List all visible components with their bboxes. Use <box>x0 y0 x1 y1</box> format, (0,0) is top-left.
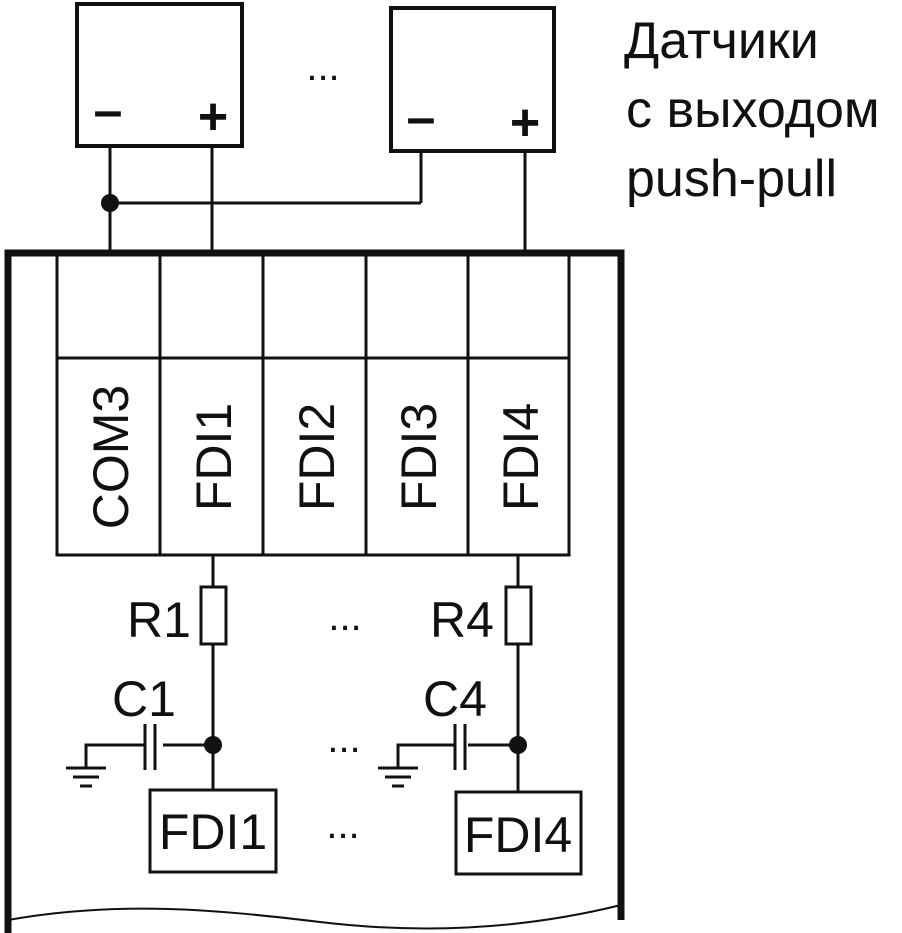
input-label-fdi4: FDI4 <box>464 807 572 863</box>
device-body-outline <box>4 249 625 933</box>
sensor-2-plus: + <box>510 94 540 152</box>
junction-dot-ch1 <box>204 736 222 754</box>
input-box-fdi4 <box>454 790 583 876</box>
sensor-2-minus: – <box>407 89 436 147</box>
capacitor-label-c4: C4 <box>423 671 487 727</box>
title-line-1: Датчики <box>624 12 819 70</box>
channel-4-circuit <box>378 555 533 792</box>
resistor-r1 <box>199 585 228 646</box>
capacitor-label-c1: C1 <box>112 671 176 727</box>
resistor-label-r4: R4 <box>430 592 494 648</box>
sensor-ellipsis: ... <box>306 45 339 89</box>
title-line-2: с выходом <box>626 81 880 139</box>
resistor-label-r1: R1 <box>127 592 191 648</box>
sensor-1-plus: + <box>198 88 228 146</box>
channel-1-circuit <box>66 555 228 790</box>
sensor-box-1 <box>75 2 244 148</box>
title-line-3: push-pull <box>626 150 837 208</box>
sensor-box-2 <box>389 6 556 153</box>
ellipsis-inputs: ... <box>326 803 359 847</box>
ellipsis-capacitors: ... <box>327 717 360 761</box>
ellipsis-resistors: ... <box>328 595 361 639</box>
terminal-label-fdi2: FDI2 <box>289 403 345 511</box>
input-label-fdi1: FDI1 <box>159 804 267 860</box>
input-box-fdi1 <box>148 788 278 874</box>
terminal-label-com3: COM3 <box>83 385 139 529</box>
junction-dot-minus <box>101 194 119 212</box>
sensor-1-minus: – <box>94 82 123 140</box>
device-body-cut <box>7 904 622 930</box>
terminal-label-fdi1: FDI1 <box>186 403 242 511</box>
terminal-label-fdi4: FDI4 <box>493 403 549 511</box>
junction-dot-ch4 <box>509 736 527 754</box>
terminal-block <box>55 253 571 557</box>
sensor-wires <box>108 146 527 253</box>
resistor-r4 <box>504 585 533 646</box>
terminal-label-fdi3: FDI3 <box>391 403 447 511</box>
